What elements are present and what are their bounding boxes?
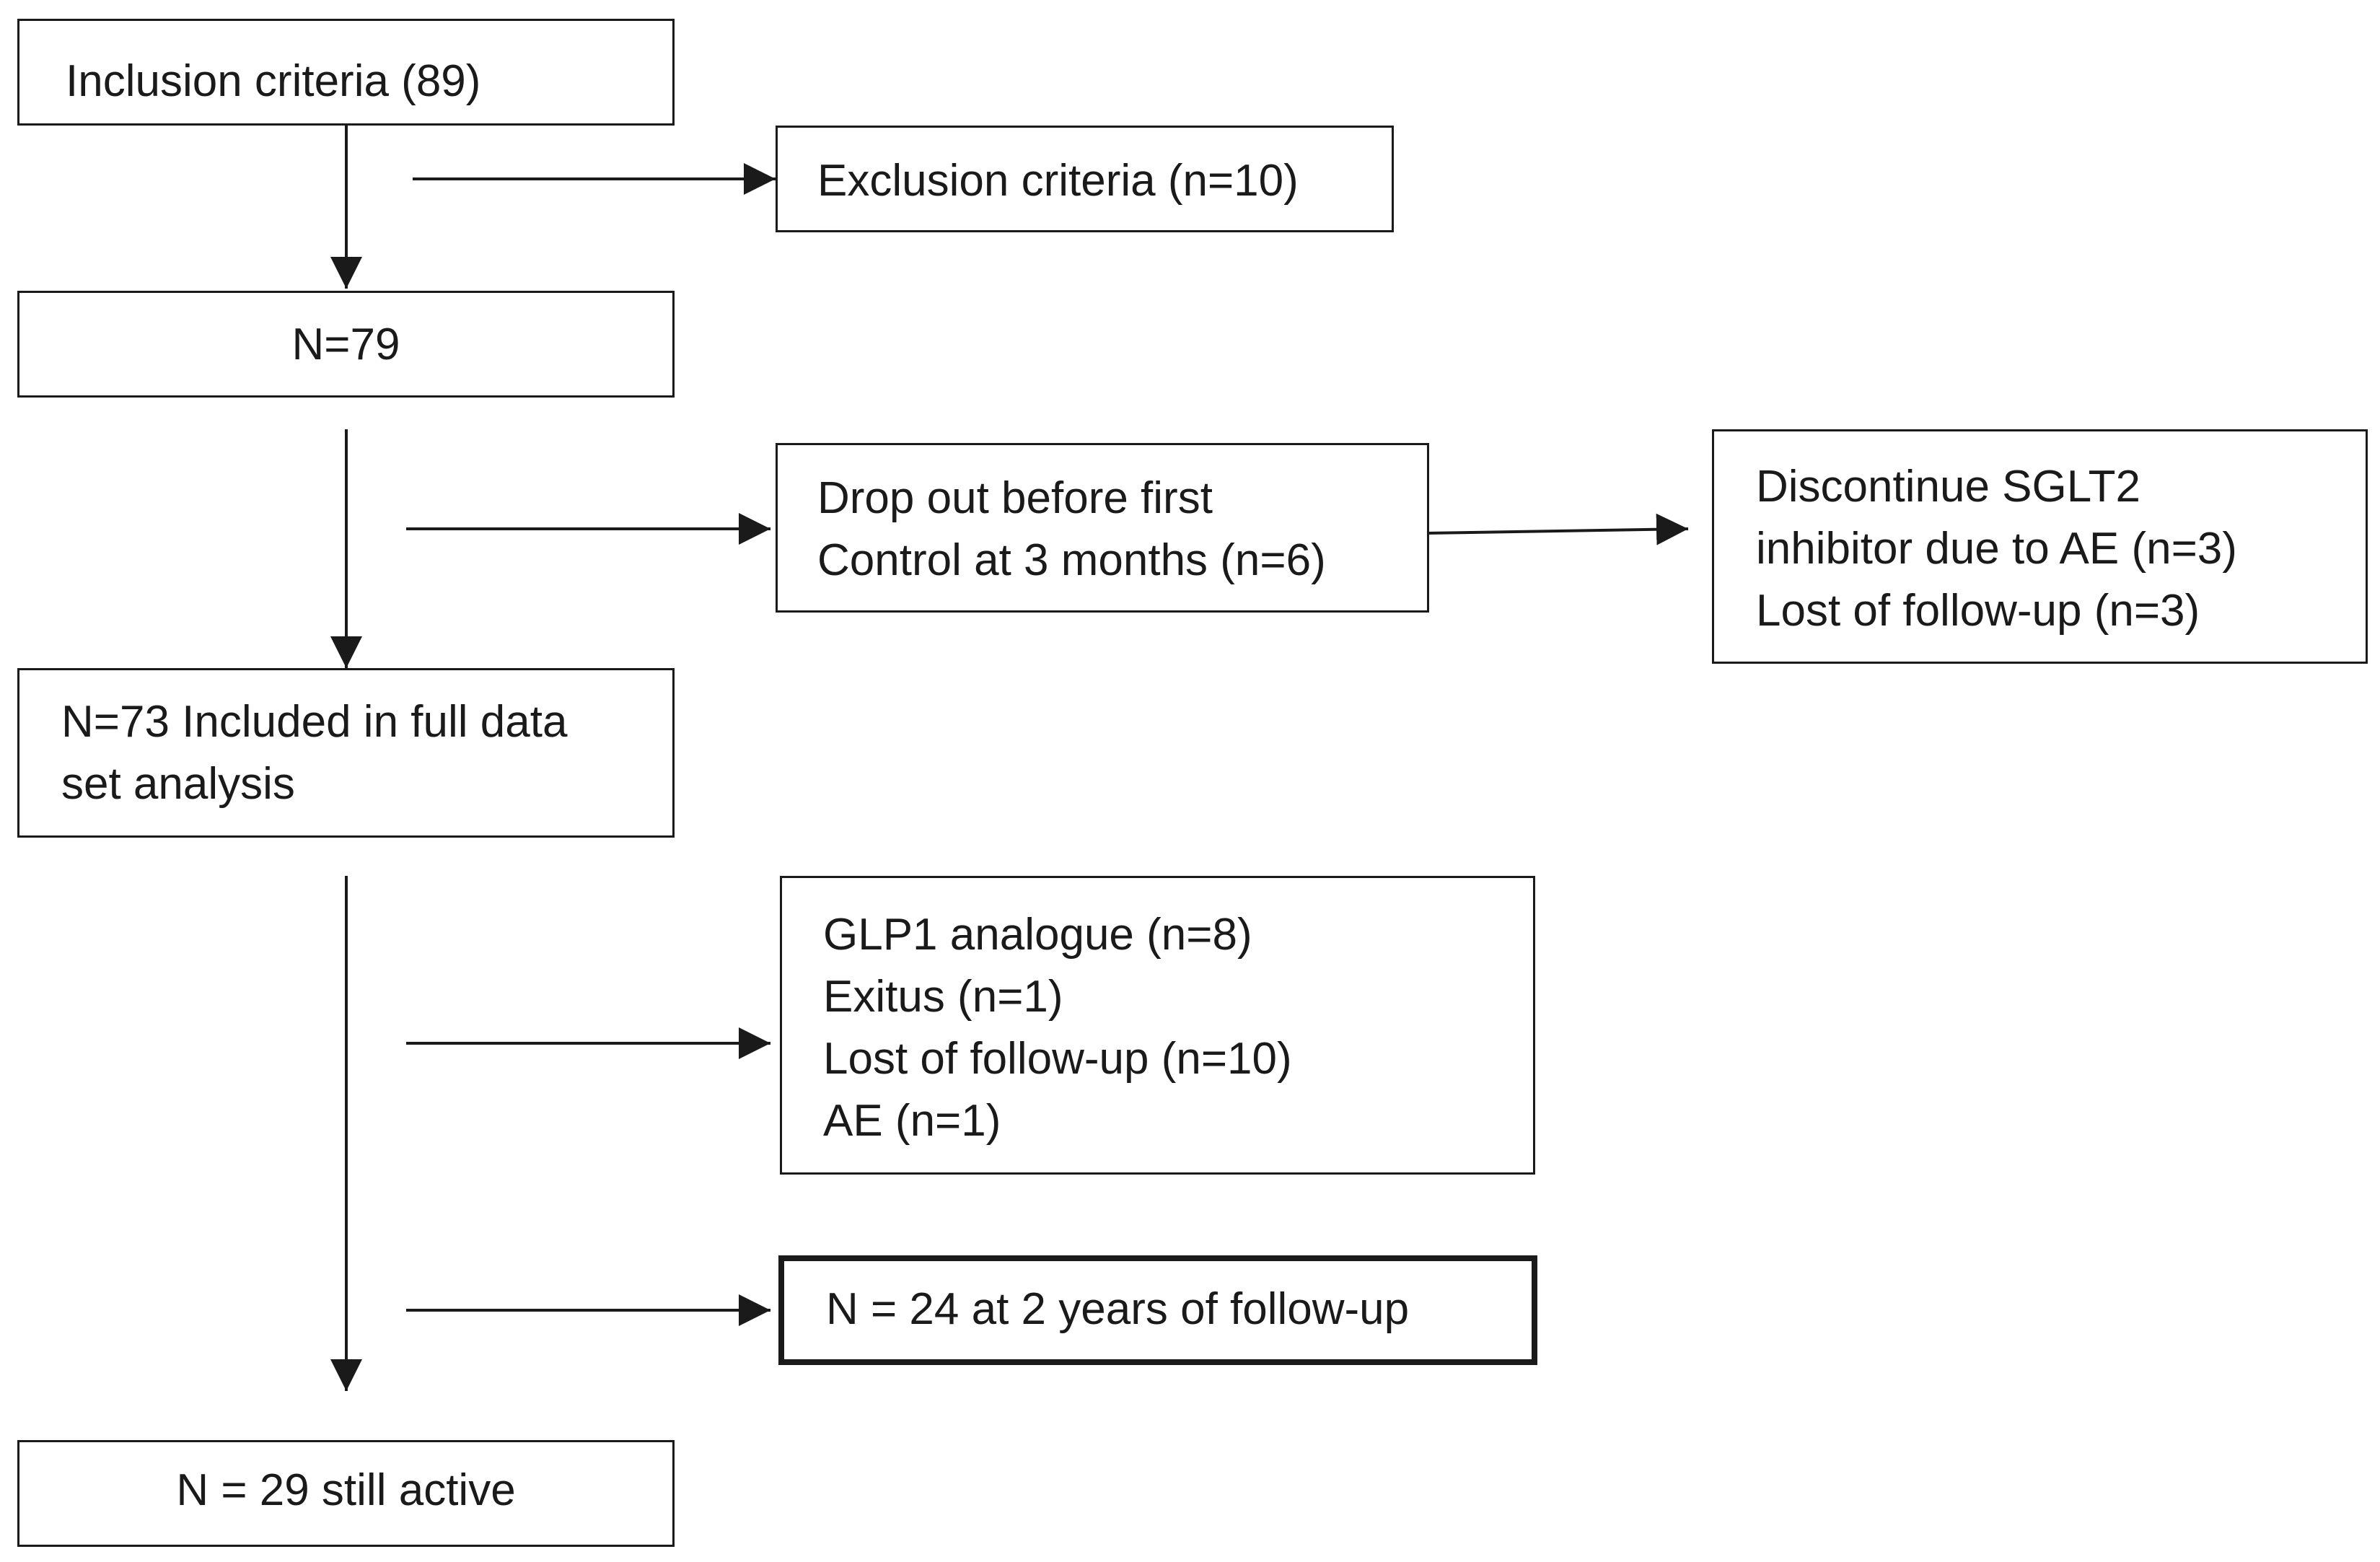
- reasons-text-line4: AE (n=1): [823, 1096, 1001, 1146]
- n79-text: N=79: [291, 320, 400, 369]
- reasons-text-line3: Lost of follow-up (n=10): [823, 1034, 1292, 1084]
- still-active-box: N = 29 still active: [17, 1440, 675, 1547]
- dropout-text-line2: Control at 3 months (n=6): [817, 535, 1326, 585]
- reasons-text-line2: Exitus (n=1): [823, 972, 1063, 1022]
- arrow-to-discontinue: [1426, 513, 1689, 545]
- followup-box: N = 24 at 2 years of follow-up: [778, 1255, 1537, 1365]
- inclusion-criteria-text: Inclusion criteria (89): [66, 56, 481, 106]
- reasons-box: GLP1 analogue (n=8) Exitus (n=1) Lost of…: [780, 876, 1535, 1175]
- exclusion-criteria-text: Exclusion criteria (n=10): [817, 156, 1299, 206]
- discontinue-box: Discontinue SGLT2 inhibitor due to AE (n…: [1712, 429, 2368, 664]
- n73-text-line2: set analysis: [61, 759, 295, 809]
- discontinue-text-line2: inhibitor due to AE (n=3): [1756, 524, 2237, 574]
- inclusion-criteria-box: Inclusion criteria (89): [17, 19, 675, 126]
- discontinue-text-line3: Lost of follow-up (n=3): [1756, 586, 2200, 636]
- n73-box: N=73 Included in full data set analysis: [17, 668, 675, 838]
- n73-text-line1: N=73 Included in full data: [61, 697, 568, 747]
- n79-box: N=79: [17, 291, 675, 398]
- discontinue-text-line1: Discontinue SGLT2: [1756, 462, 2140, 512]
- reasons-text-line1: GLP1 analogue (n=8): [823, 910, 1252, 960]
- dropout-text-line1: Drop out before first: [817, 473, 1213, 523]
- still-active-text: N = 29 still active: [176, 1465, 516, 1515]
- exclusion-criteria-box: Exclusion criteria (n=10): [776, 126, 1394, 232]
- dropout-box: Drop out before first Control at 3 month…: [776, 443, 1429, 613]
- followup-text: N = 24 at 2 years of follow-up: [826, 1284, 1410, 1334]
